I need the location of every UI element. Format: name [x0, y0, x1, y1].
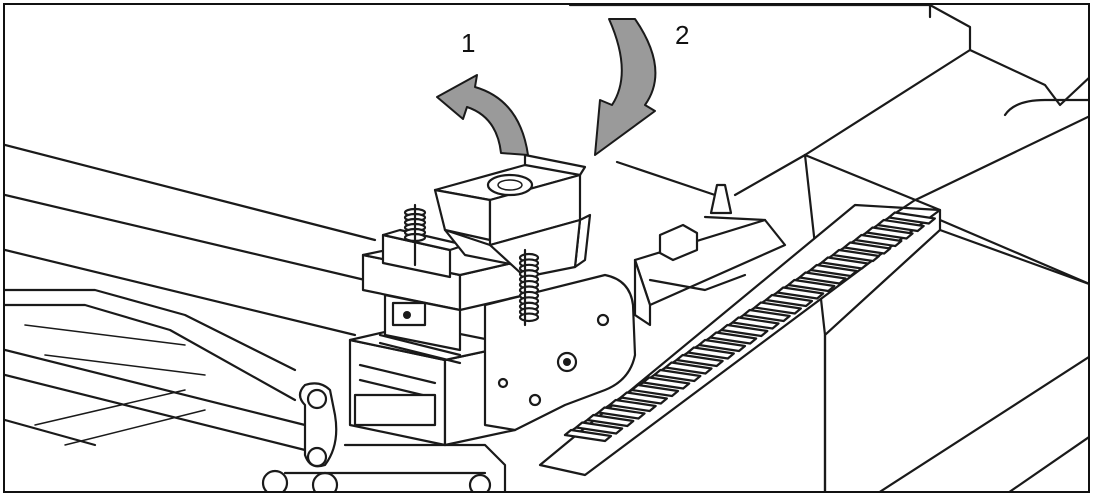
left-rails	[5, 143, 377, 452]
rack-tooth	[619, 391, 668, 405]
rack-tooth	[831, 248, 881, 263]
rack-tooth	[608, 398, 657, 413]
diagram-frame: 1 2	[3, 3, 1090, 493]
spring-right	[518, 252, 540, 323]
callout-1: 1	[461, 28, 476, 58]
rack-tooth	[597, 406, 646, 420]
rack-tooth	[753, 301, 802, 315]
rack-tooth	[586, 413, 635, 428]
rack-tooth	[843, 241, 892, 255]
curved-arrow-up-icon	[436, 74, 529, 156]
rack-tooth	[798, 271, 847, 285]
rack-tooth	[720, 323, 769, 338]
rack-tooth	[642, 376, 691, 390]
mechanism-illustration	[5, 5, 1088, 491]
rack-tooth	[731, 316, 780, 330]
rack-tooth	[764, 293, 814, 308]
carriage	[261, 153, 637, 491]
right-block	[803, 153, 1088, 491]
rack-tooth	[664, 361, 713, 375]
rack-tooth	[887, 211, 936, 225]
rack-tooth	[686, 346, 735, 360]
rack-tooth	[575, 421, 624, 435]
rack-tooth	[809, 263, 858, 278]
toothed-rack	[538, 198, 942, 477]
guide-line	[615, 160, 717, 197]
rack-tooth	[876, 218, 925, 233]
rack-tooth	[787, 278, 836, 293]
rack-tooth	[653, 368, 702, 383]
callout-2: 2	[675, 20, 690, 50]
right-mount	[633, 183, 787, 327]
rack-tooth	[675, 353, 724, 368]
rack-tooth	[854, 233, 903, 248]
rack-tooth	[563, 428, 613, 443]
rack-tooth	[742, 308, 791, 323]
rack-tooth	[776, 286, 825, 300]
rack-tooth	[865, 226, 914, 240]
rack-tooth	[709, 331, 758, 345]
rack-tooth	[630, 383, 680, 398]
rack-tooth	[820, 256, 869, 270]
guide-line-2	[733, 153, 807, 197]
rack-tooth	[697, 338, 747, 353]
curved-arrow-down-icon	[594, 18, 657, 156]
